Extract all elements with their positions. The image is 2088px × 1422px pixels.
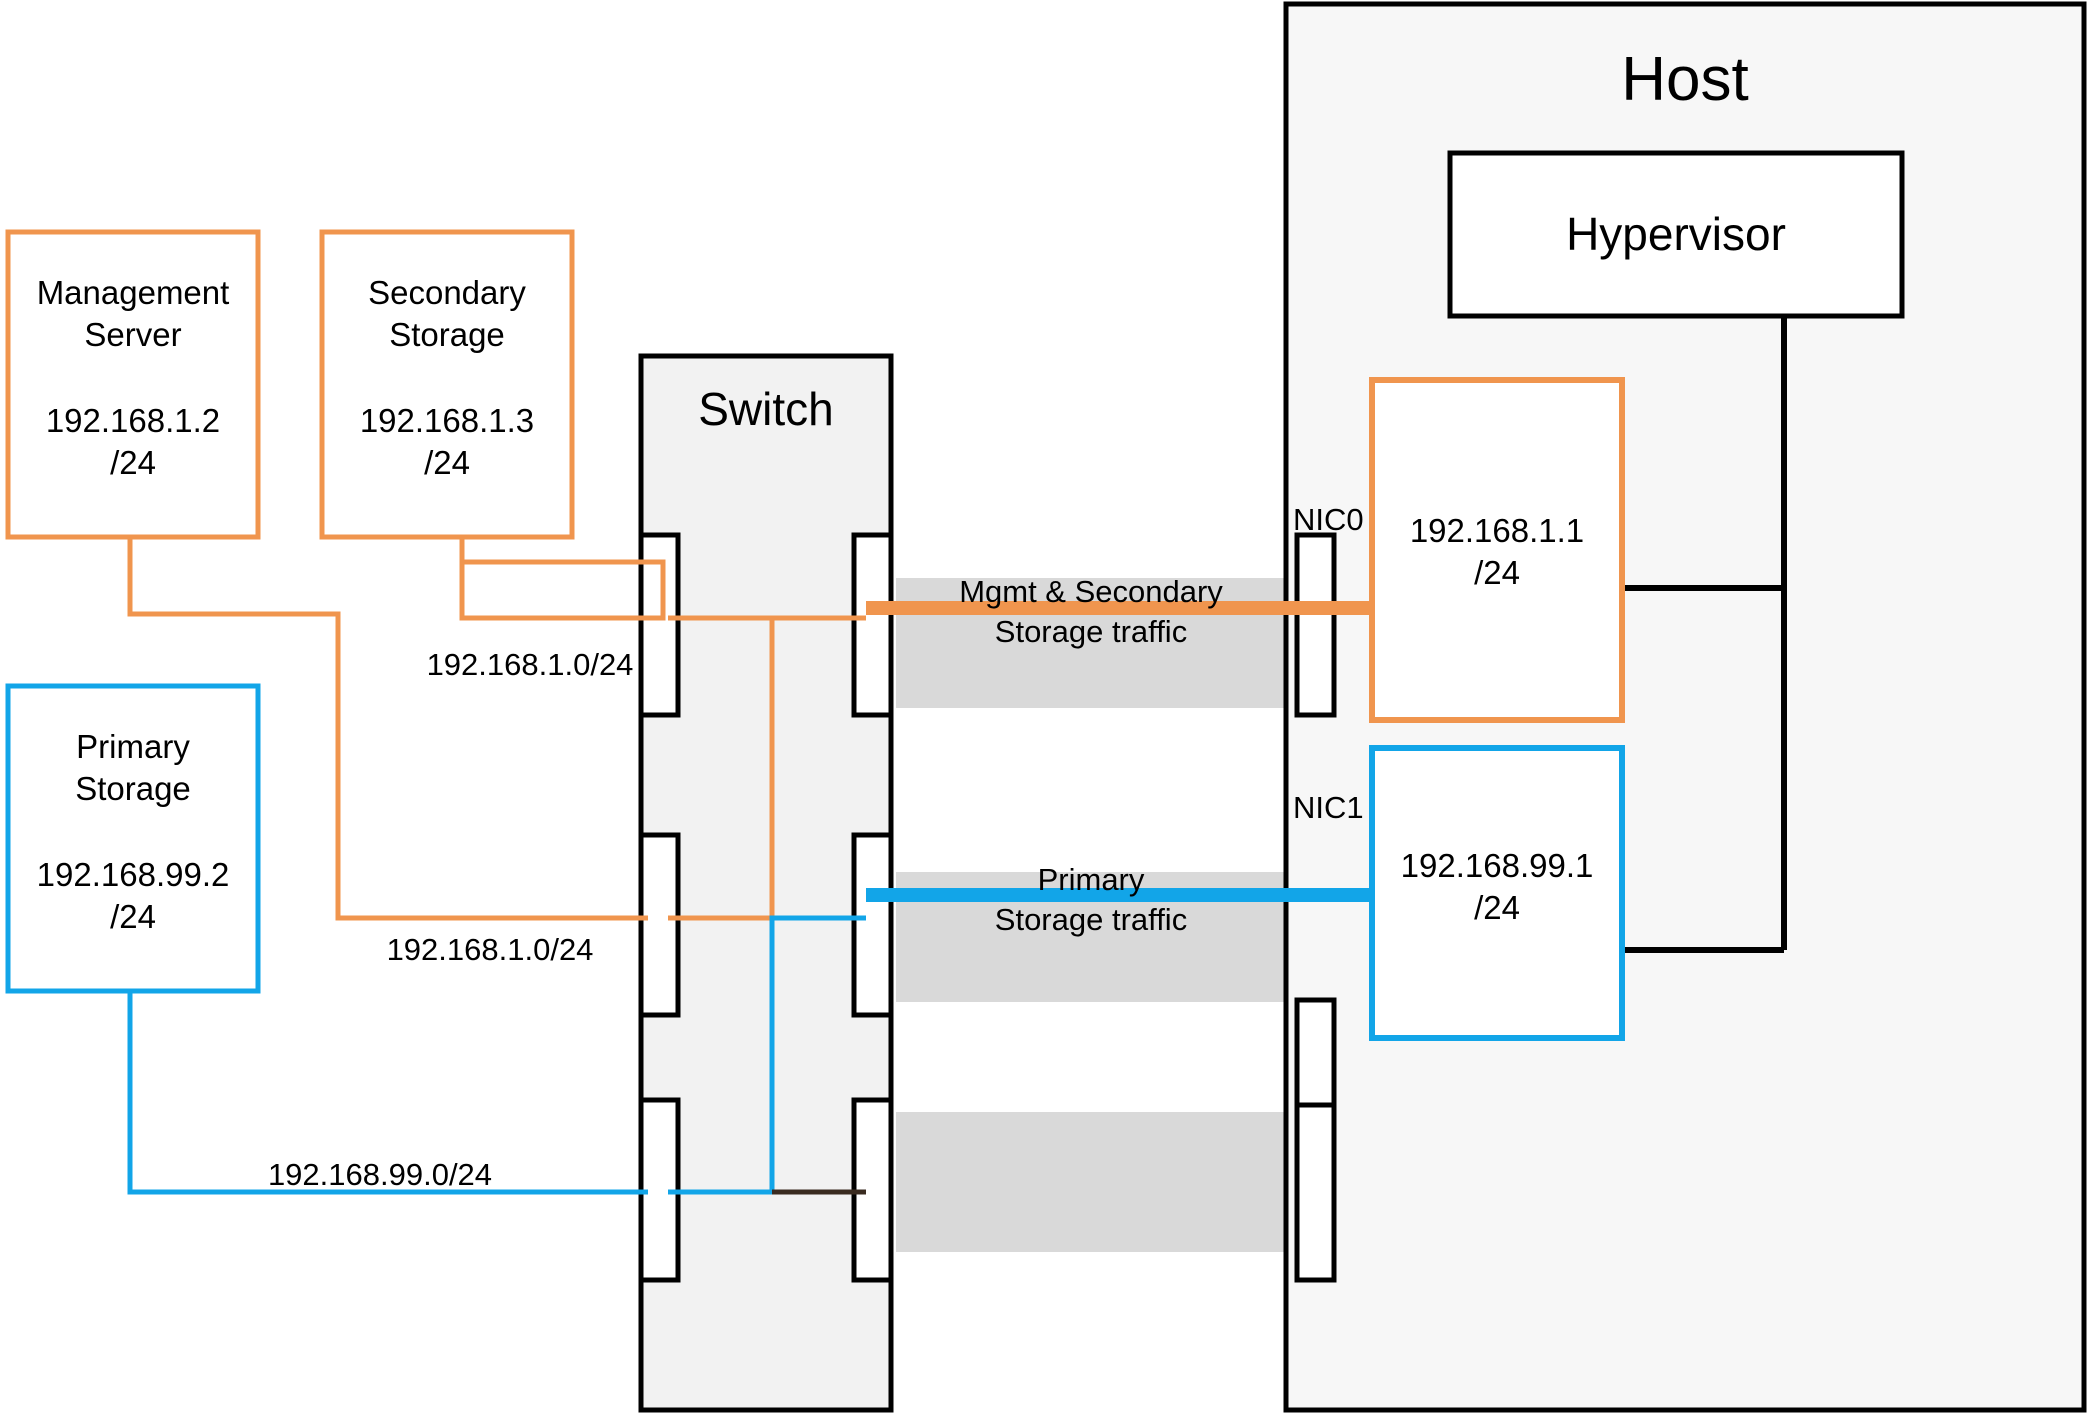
hypervisor-box[interactable]: [1447, 150, 1905, 319]
traffic-label-mgmt-line1: Mgmt & Secondary: [959, 574, 1223, 609]
nic0-port-label: NIC0: [1293, 502, 1364, 537]
cable-secondary-storage-b: [459, 562, 648, 621]
subnet-label-2: 192.168.1.0/24: [386, 932, 594, 967]
switch-port-left-2[interactable]: [638, 832, 681, 1018]
secondary-storage-box[interactable]: [319, 229, 575, 540]
management-server-box[interactable]: [5, 229, 261, 540]
switch-internal-blue: [668, 915, 866, 1195]
primary-storage-box[interactable]: [5, 683, 261, 994]
primary-storage-ip: 192.168.99.2 /24: [36, 856, 230, 936]
host-title: Host: [1621, 45, 1749, 114]
subnet-label-3: 192.168.99.0/24: [267, 1157, 493, 1192]
nic1-ip-box[interactable]: [1369, 745, 1625, 1041]
primary-storage-title: Primary Storage: [75, 728, 191, 808]
host-port-nic0[interactable]: [1294, 532, 1337, 718]
cable-secondary-storage: [459, 537, 666, 621]
nic0-ip-label: 192.168.1.1 /24: [1409, 512, 1585, 592]
traffic-label-primary-line1: Primary: [1037, 862, 1145, 897]
trunk-mgmt-orange: [866, 601, 1371, 615]
switch-title: Switch: [698, 383, 834, 435]
host-port-extra[interactable]: [1294, 1102, 1337, 1283]
nic0-ip-box[interactable]: [1369, 377, 1625, 723]
switch-port-left-1[interactable]: [638, 532, 681, 718]
cable-mgmt-server: [127, 537, 648, 921]
hypervisor-title: Hypervisor: [1566, 208, 1786, 260]
switch-internal-orange: [668, 615, 775, 921]
nic1-ip-label: 192.168.99.1 /24: [1400, 847, 1594, 927]
traffic-label-mgmt-line2: Storage traffic: [994, 614, 1188, 649]
switch-body[interactable]: [638, 353, 894, 1413]
traffic-band-third: [896, 1112, 1286, 1252]
switch-port-right-2[interactable]: [851, 832, 894, 1018]
traffic-band-mgmt: [896, 578, 1286, 708]
subnet-label-1: 192.168.1.0/24: [426, 647, 634, 682]
management-server-ip: 192.168.1.2 /24: [45, 402, 221, 482]
traffic-label-primary-line2: Storage traffic: [994, 902, 1188, 937]
cable-primary-storage: [127, 991, 648, 1195]
secondary-storage-ip: 192.168.1.3 /24: [359, 402, 535, 482]
management-server-title: Management Server: [36, 274, 230, 354]
secondary-storage-title: Secondary Storage: [368, 274, 526, 354]
trunk-primary-blue: [866, 888, 1371, 902]
nic1-port-label: NIC1: [1293, 790, 1364, 825]
switch-port-right-1[interactable]: [851, 532, 894, 718]
